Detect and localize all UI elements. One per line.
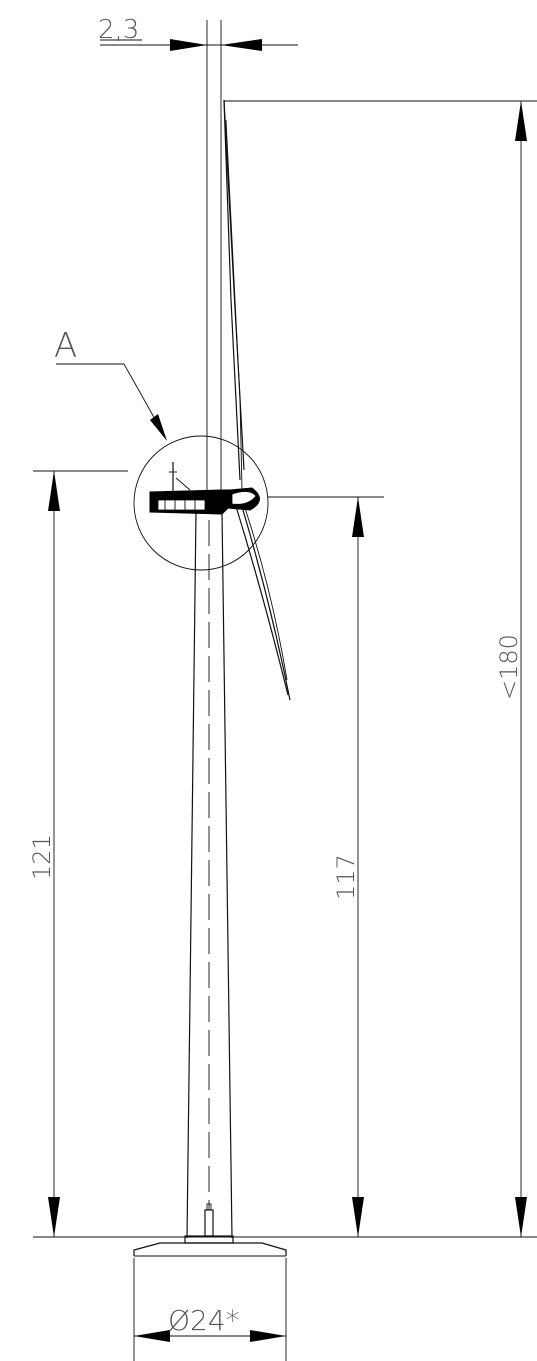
blade-clearance-dimension bbox=[100, 39, 298, 51]
nacelle bbox=[149, 462, 260, 515]
foundation-diameter-dimension bbox=[133, 1258, 287, 1361]
nacelle-height-label: 117 bbox=[332, 854, 360, 900]
hub-height-dimension bbox=[33, 470, 128, 1237]
tower bbox=[186, 20, 233, 1239]
foundation-diameter-label: Ø24* bbox=[168, 1304, 240, 1337]
hub-height-label: 121 bbox=[28, 834, 56, 880]
tip-height-dimension bbox=[224, 100, 537, 1237]
detail-a-callout bbox=[56, 363, 269, 571]
tip-height-label: <180 bbox=[495, 634, 523, 700]
foundation bbox=[133, 1203, 287, 1257]
rotor-blades bbox=[223, 99, 291, 701]
blade-clearance-label: 2,3 bbox=[98, 15, 139, 45]
detail-label: A bbox=[54, 326, 77, 366]
nacelle-height-dimension bbox=[268, 496, 384, 1237]
